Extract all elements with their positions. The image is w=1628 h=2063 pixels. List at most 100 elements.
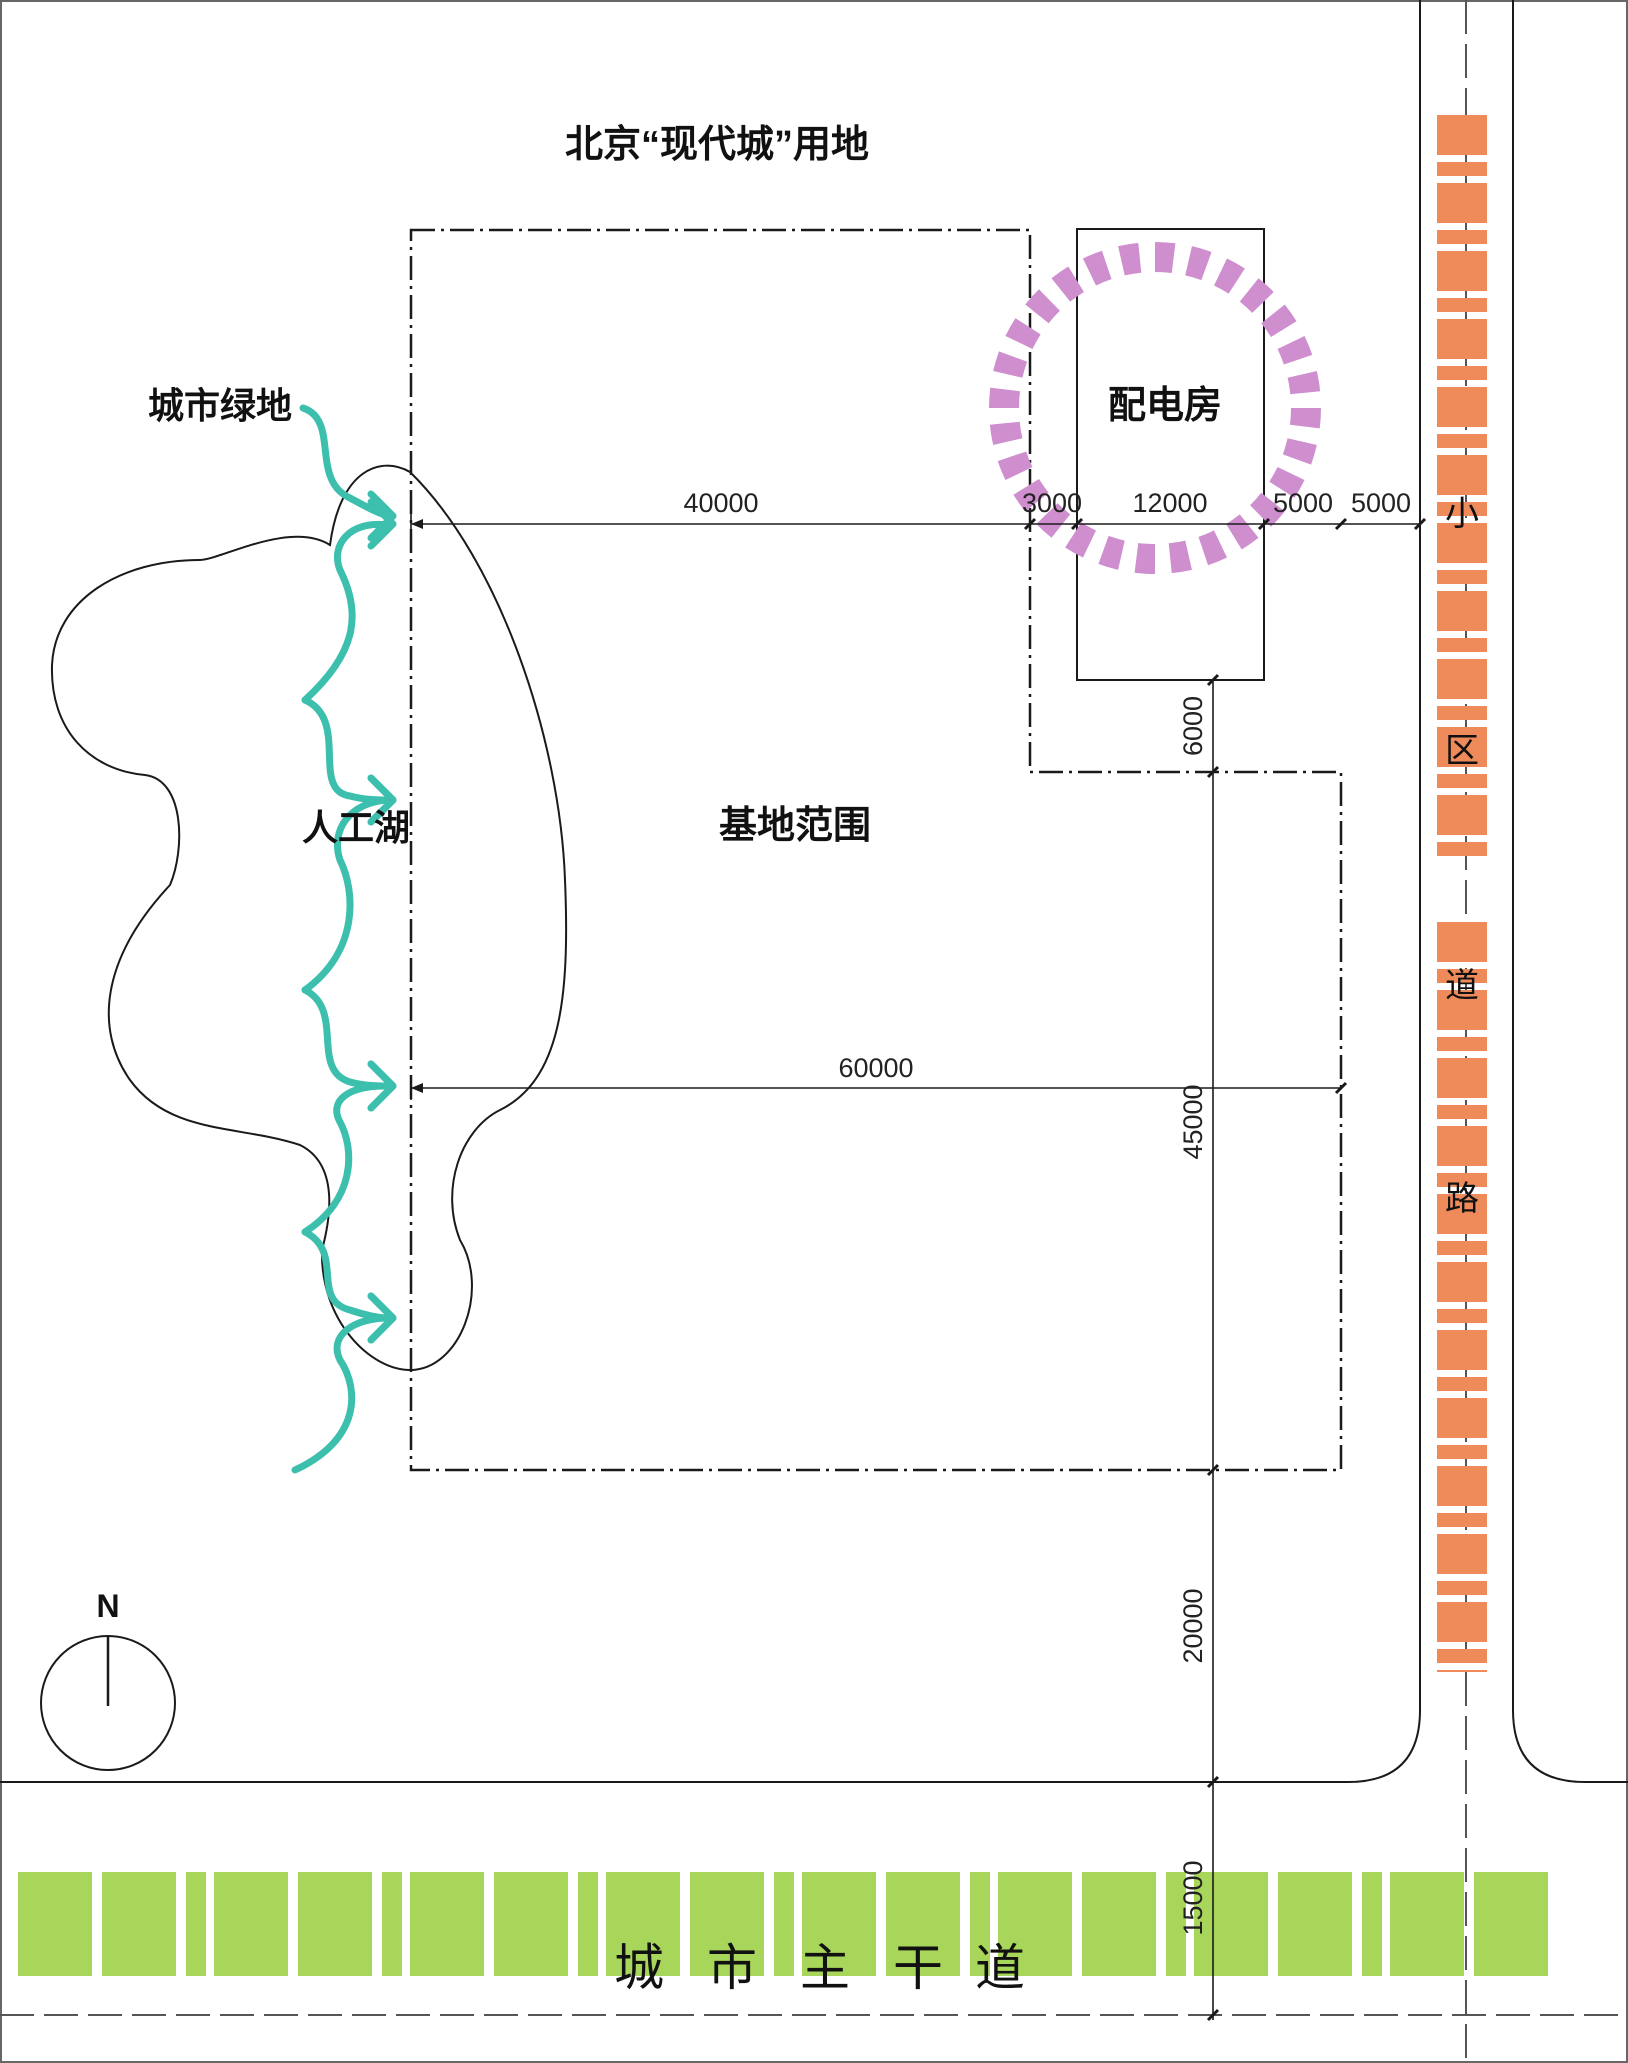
noise-ring-segment bbox=[1185, 246, 1212, 281]
wind-arrows bbox=[291, 404, 397, 1474]
district-road-strip bbox=[1437, 115, 1487, 155]
district-road-strip bbox=[1437, 1466, 1487, 1506]
district-road-strip bbox=[1437, 162, 1487, 176]
noise-ring-segment bbox=[1118, 242, 1142, 276]
noise-ring-segment bbox=[997, 451, 1033, 481]
district-road-strip bbox=[1437, 727, 1487, 767]
power-room-outline bbox=[1076, 228, 1265, 681]
wind-arrow-head bbox=[367, 1292, 397, 1344]
noise-ring-segment bbox=[1005, 318, 1041, 350]
district-road-strip bbox=[1437, 659, 1487, 699]
district-road-strip bbox=[1437, 1649, 1487, 1663]
main-road-strip bbox=[886, 1872, 960, 1976]
district-road-strip bbox=[1437, 1377, 1487, 1391]
wind-arrow-path bbox=[299, 404, 392, 520]
noise-ring-segment bbox=[1025, 289, 1061, 324]
district-road-strip bbox=[1437, 1194, 1487, 1234]
district-road-strip bbox=[1437, 774, 1487, 788]
district-road-char-2: 区 bbox=[1445, 732, 1479, 770]
noise-ring-segment bbox=[1134, 542, 1156, 574]
north-label: N bbox=[96, 1588, 119, 1624]
main-road-char-3: 主 bbox=[800, 1940, 850, 1996]
dim-tick bbox=[1334, 1081, 1348, 1095]
main-road-strip bbox=[802, 1872, 876, 1976]
dim-60000: 60000 bbox=[838, 1053, 913, 1083]
district-road-band bbox=[1437, 115, 1487, 1672]
district-road-strip bbox=[1437, 570, 1487, 584]
noise-ring-segment bbox=[1287, 371, 1321, 395]
main-road-band bbox=[18, 1872, 1548, 1976]
noise-ring-segment bbox=[1249, 492, 1285, 527]
main-road-strip bbox=[970, 1872, 990, 1976]
noise-ring-segment bbox=[1213, 258, 1245, 294]
wind-arrow-head bbox=[367, 1060, 397, 1112]
district-road-strip bbox=[1437, 1262, 1487, 1302]
main-road-strip bbox=[214, 1872, 288, 1976]
noise-ring-segment bbox=[1051, 266, 1085, 302]
wind-arrow-path bbox=[291, 1314, 392, 1474]
district-road-east-edge bbox=[1512, 0, 1628, 1783]
wind-arrow-path bbox=[301, 520, 392, 704]
noise-ring-segment bbox=[989, 387, 1021, 409]
main-road-strip bbox=[1194, 1872, 1268, 1976]
noise-ring-segment bbox=[1277, 335, 1313, 365]
main-road-char-2: 市 bbox=[707, 1940, 757, 1996]
noise-ring-segment bbox=[1261, 304, 1297, 338]
main-road-strip bbox=[1362, 1872, 1382, 1976]
noise-ring-segment bbox=[989, 421, 1023, 445]
noise-ring-segment bbox=[1098, 535, 1125, 570]
district-road-strip bbox=[1437, 1105, 1487, 1119]
district-road-char-3: 道 bbox=[1445, 967, 1479, 1005]
noise-ring-segment bbox=[1065, 522, 1097, 558]
noise-ring-segment bbox=[1239, 278, 1274, 314]
dim-tick bbox=[1206, 1463, 1220, 1477]
main-road-strip bbox=[494, 1872, 568, 1976]
district-road-strip bbox=[1437, 230, 1487, 244]
district-road-char-1: 小 bbox=[1445, 495, 1479, 533]
main-road-strip bbox=[186, 1872, 206, 1976]
main-road-strip bbox=[1082, 1872, 1156, 1976]
noise-ring-segment bbox=[1198, 530, 1228, 566]
noise-ring bbox=[989, 242, 1321, 574]
noise-ring-segment bbox=[1036, 502, 1071, 538]
district-road-strip bbox=[1437, 1058, 1487, 1098]
main-road-strip bbox=[298, 1872, 372, 1976]
noise-ring-segment bbox=[1225, 514, 1259, 550]
district-road-strip bbox=[1437, 1534, 1487, 1574]
district-road-strip bbox=[1437, 1445, 1487, 1459]
district-road-strip bbox=[1437, 455, 1487, 495]
noise-ring-segment bbox=[1154, 242, 1176, 274]
district-road-strip bbox=[1437, 502, 1487, 516]
district-road-strip bbox=[1437, 319, 1487, 359]
site-boundary-label: 基地范围 bbox=[719, 805, 871, 847]
district-road-strip bbox=[1437, 842, 1487, 856]
district-road-strip bbox=[1437, 969, 1487, 983]
dim-45000: 45000 bbox=[1178, 1084, 1208, 1159]
north-compass: N bbox=[40, 1588, 176, 1771]
wind-arrow-path bbox=[301, 796, 392, 994]
dim-tick bbox=[1413, 517, 1427, 531]
main-road-north-edge bbox=[0, 0, 1421, 1783]
noise-ring-segment bbox=[1269, 466, 1305, 498]
main-road-strip bbox=[1166, 1872, 1186, 1976]
district-road-strip bbox=[1437, 366, 1487, 380]
district-road-strip bbox=[1437, 387, 1487, 427]
dim-5000-b: 5000 bbox=[1351, 488, 1411, 518]
dim-tick bbox=[1206, 2008, 1220, 2022]
dim-tick bbox=[1023, 517, 1037, 531]
main-road-strip bbox=[1474, 1872, 1548, 1976]
power-room-label: 配电房 bbox=[1108, 385, 1222, 427]
district-road-strip bbox=[1437, 706, 1487, 720]
dimension-lines bbox=[410, 512, 1420, 2020]
dim-6000: 6000 bbox=[1178, 696, 1208, 756]
lake-outline bbox=[50, 464, 568, 1372]
dim-15000: 15000 bbox=[1178, 1860, 1208, 1935]
north-site-label: 北京“现代城”用地 bbox=[565, 124, 869, 166]
district-road-strip bbox=[1437, 298, 1487, 312]
main-road-strip bbox=[774, 1872, 794, 1976]
district-road-strip bbox=[1437, 1670, 1487, 1672]
noise-ring-segment bbox=[1289, 407, 1321, 429]
